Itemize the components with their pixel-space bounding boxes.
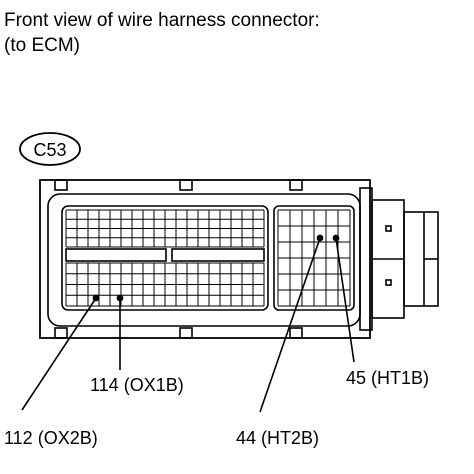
title-line-2: (to ECM) — [4, 35, 80, 56]
pin-marker-45 — [332, 234, 340, 242]
housing-tab — [179, 327, 193, 339]
connector-id-label: C53 — [33, 140, 66, 160]
housing-tab — [54, 327, 68, 339]
housing-tab — [54, 179, 68, 191]
lock-hole — [385, 225, 392, 232]
leader-line-112 — [21, 297, 97, 411]
left-pin-block — [61, 205, 269, 311]
separator-bar — [65, 248, 167, 262]
pin-marker-114 — [116, 294, 124, 302]
diagram-title: Front view of wire harness connector: (t… — [4, 8, 320, 58]
right-pin-grid — [277, 209, 351, 307]
housing-tab — [289, 327, 303, 339]
leader-line-45 — [335, 237, 355, 363]
separator-bar — [171, 248, 265, 262]
connector-id-oval — [19, 132, 81, 166]
housing-tab — [179, 179, 193, 191]
leader-line-44 — [259, 237, 321, 413]
right-pin-block — [273, 205, 355, 311]
lock-hole — [385, 279, 392, 286]
pin-label-112: 112 (OX2B) — [4, 428, 98, 448]
pin-label-114: 114 (OX1B) — [90, 375, 184, 395]
title-line-1: Front view of wire harness connector: — [4, 10, 320, 31]
connector-housing — [39, 179, 371, 339]
pin-marker-112 — [92, 294, 100, 302]
pin-marker-44 — [316, 234, 324, 242]
pin-label-44: 44 (HT2B) — [236, 428, 320, 448]
housing-tab — [289, 179, 303, 191]
pin-label-45: 45 (HT1B) — [346, 368, 430, 388]
left-pin-grid — [65, 209, 265, 307]
